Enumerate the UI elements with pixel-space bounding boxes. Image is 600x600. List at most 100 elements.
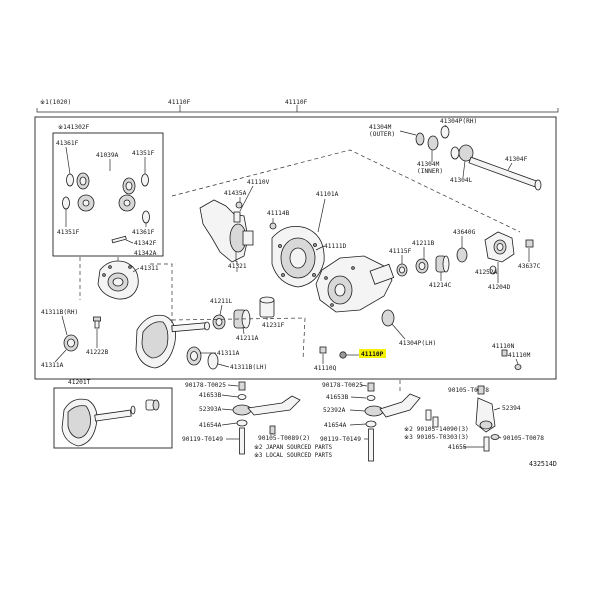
small-vent-part <box>235 201 243 209</box>
callout-41110M: 41110M <box>508 352 531 359</box>
callout-41039A: 41039A <box>96 152 119 159</box>
callout-90105-T0303: ※3 90105-T0303(3) <box>404 434 469 441</box>
callout-41311B-RH: 41311B(RH) <box>41 309 78 316</box>
callout-43640G: 43640G <box>453 229 476 236</box>
main-assembly-frame <box>34 116 557 380</box>
callout-41321: 41321 <box>228 263 247 270</box>
flange-41252A <box>484 231 515 275</box>
nut-41110N-M <box>501 349 522 370</box>
callout-41201T: 41201T <box>68 379 91 386</box>
callout-41342F: 41342F <box>134 240 157 247</box>
part-41110P-highlighted[interactable]: 41110P <box>339 349 386 359</box>
callout-41311A-left: 41311A <box>41 362 64 369</box>
breather-plug <box>233 211 241 223</box>
spacer-41214C <box>435 255 450 273</box>
thrust-washers <box>62 173 150 224</box>
side-bearing-left <box>63 334 79 352</box>
callout-41101A: 41101A <box>316 191 339 198</box>
callout-43637C: 43637C <box>518 263 541 270</box>
callout-41204D: 41204D <box>488 284 511 291</box>
ring-gear-pinion-upper <box>135 314 210 369</box>
shift-linkage-middle <box>364 382 421 462</box>
callout-90105-T0089: 90105-T0089(2) <box>258 435 310 442</box>
shift-linkage-right <box>425 385 500 452</box>
callout-41114B: 41114B <box>267 210 290 217</box>
callout-41110P: 41110P <box>361 351 384 358</box>
callout-41435A: 41435A <box>224 190 247 197</box>
callout-52392A: 52392A <box>323 407 346 414</box>
callout-41110V: 41110V <box>247 179 270 186</box>
callout-41222B: 41222B <box>86 349 109 356</box>
callout-41231F: 41231F <box>262 322 285 329</box>
note-japan-sourced: ※2 JAPAN SOURCED PARTS <box>254 444 333 451</box>
pinion-shaft <box>111 235 127 244</box>
callout-41211B: 41211B <box>412 240 435 247</box>
pinion-bearing-inner <box>212 314 226 330</box>
callout-41115F: 41115F <box>389 248 412 255</box>
note-local-sourced: ※3 LOCAL SOURCED PARTS <box>254 452 333 459</box>
callout-41110N: 41110N <box>492 343 515 350</box>
header-bracket <box>36 108 559 113</box>
ring-gear-bolt <box>93 316 101 329</box>
callout-41211L: 41211L <box>210 298 233 305</box>
callout-52393A: 52393A <box>199 406 222 413</box>
callout-41304M-inner-note: (INNER) <box>417 168 443 175</box>
ring-pinion-set <box>61 398 160 447</box>
callout-41304M-inner: 41304M <box>417 161 440 168</box>
callout-41252A: 41252A <box>475 269 498 276</box>
header-part-label-2: 41110F <box>285 99 308 106</box>
callout-41654A-left: 41654A <box>199 422 222 429</box>
header-part-label-1: 41110F <box>168 99 191 106</box>
callout-41304M-outer: 41304M <box>369 124 392 131</box>
nut-43637C <box>525 239 534 248</box>
callout-41361F-bottom: 41361F <box>132 229 155 236</box>
shift-linkage-left <box>232 381 301 455</box>
callout-141302F: ※141302F <box>58 124 90 131</box>
callout-41653B-left: 41653B <box>199 392 222 399</box>
callout-41304M-outer-note: (OUTER) <box>369 131 395 138</box>
callout-41311A-right: 41311A <box>217 350 240 357</box>
callout-41304P-RH: 41304P(RH) <box>440 118 477 125</box>
callout-90105-T0078-top: 90105-T0078 <box>448 387 489 394</box>
differential-carrier <box>199 199 325 288</box>
callout-41351F-top: 41351F <box>132 150 155 157</box>
callout-41304F: 41304F <box>505 156 528 163</box>
callout-41111D: 41111D <box>324 243 347 250</box>
callout-41311: 41311 <box>140 265 159 272</box>
callout-41655: 41655 <box>448 444 467 451</box>
diagram-id: 432514D <box>529 460 557 468</box>
axle-shaft-parts <box>415 125 542 191</box>
callout-41211A: 41211A <box>236 335 259 342</box>
callout-41342A: 41342A <box>134 250 157 257</box>
collapsible-spacer <box>259 296 275 318</box>
callout-41351F-bottom: 41351F <box>57 229 80 236</box>
seal-43640G <box>456 247 468 263</box>
fill-plug <box>269 222 277 230</box>
callout-41304P-LH: 41304P(LH) <box>399 340 436 347</box>
callout-52394: 52394 <box>502 405 521 412</box>
pinion-gear-right <box>122 177 136 195</box>
seal-41304P-LH <box>381 309 395 327</box>
side-gear-set <box>77 194 136 212</box>
callout-90119-mid: 90119-T0149 <box>320 436 361 443</box>
callout-90119-left: 90119-T0149 <box>182 436 223 443</box>
ring-pinion-set-frame <box>53 387 173 449</box>
callout-41214C: 41214C <box>429 282 452 289</box>
side-bearing-right <box>186 346 219 370</box>
differential-case-kit-frame <box>52 132 164 257</box>
header-ref-label: ※1(1020) <box>40 99 71 106</box>
callout-41304L: 41304L <box>450 177 473 184</box>
callout-90105-14090: ※2 90105-14090(3) <box>404 426 469 433</box>
pinion-gear-left <box>76 172 90 190</box>
callout-90105-T0078-bottom: 90105-T0078 <box>503 435 544 442</box>
callout-41653B-mid: 41653B <box>326 394 349 401</box>
callout-41110Q: 41110Q <box>314 365 337 372</box>
callout-90178-left: 90178-T0025 <box>185 382 226 389</box>
callout-41654A-mid: 41654A <box>324 422 347 429</box>
differential-case <box>97 260 139 300</box>
nut-41110Q <box>319 346 327 354</box>
callout-90178-mid: 90178-T0025 <box>322 382 363 389</box>
callout-41361F: 41361F <box>56 140 79 147</box>
callout-41311B-LH: 41311B(LH) <box>230 364 267 371</box>
axle-bearing-41211B <box>396 258 429 277</box>
